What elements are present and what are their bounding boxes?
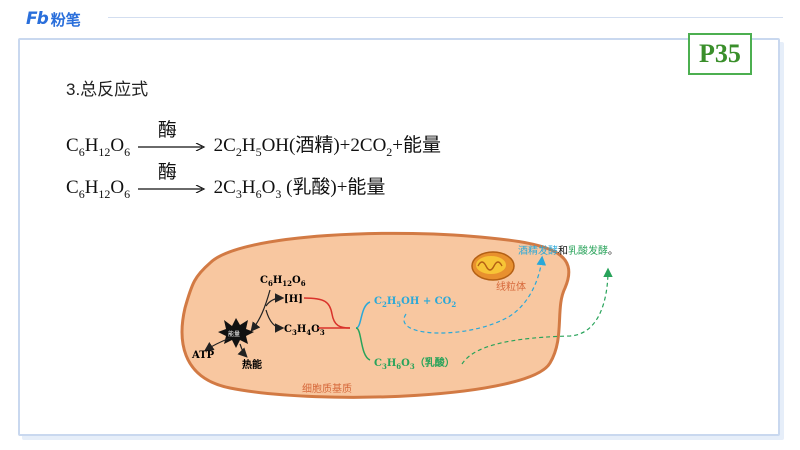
cell-respiration-diagram: 线粒体 酒精发酵和乳酸发酵。 C6H12O6 [H] C3H4O3 能量 ATP… — [180, 231, 618, 399]
eq1-products: 2C2H5OH(酒精)+2CO2+能量 — [213, 135, 442, 159]
eq2-enzyme: 酶 — [157, 161, 177, 183]
arrow-icon — [137, 142, 206, 151]
to-heat-arrow — [237, 343, 248, 358]
pyruvate-label: C3H4O3 — [284, 324, 325, 337]
energy-burst-label: 能量 — [228, 330, 240, 338]
eq2-arrow: 酶 — [137, 162, 206, 199]
mitochondrion-icon — [471, 251, 515, 281]
energy-burst-icon: 能量 — [218, 318, 254, 348]
cytoplasm-label: 细胞质基质 — [302, 382, 352, 395]
to-h-arrow — [265, 293, 285, 307]
equation-alcohol-fermentation: C6H12O6 酶 2C2H5OH(酒精)+2CO2+能量 — [66, 120, 442, 160]
eq2-reactant: C6H12O6 — [66, 177, 131, 201]
header-divider — [108, 17, 783, 18]
eq1-enzyme: 酶 — [157, 119, 177, 141]
glycolysis-arrow — [250, 289, 271, 332]
eq1-arrow: 酶 — [137, 120, 206, 157]
equation-lactic-fermentation: C6H12O6 酶 2C3H6O3 (乳酸)+能量 — [66, 162, 386, 202]
lactic-acid-label: C3H6O3（乳酸） — [374, 356, 455, 371]
lactic-dashed-arrow — [461, 267, 613, 365]
logo-mark: Fb — [26, 9, 49, 29]
heat-label: 热能 — [242, 358, 262, 371]
cell-cytoplasm — [180, 231, 571, 399]
alcohol-dashed-arrow — [403, 255, 547, 334]
h-red-path — [303, 297, 351, 329]
to-pyruvate-arrow — [265, 309, 285, 333]
eq1-reactant: C6H12O6 — [66, 135, 131, 159]
branch-blue — [355, 301, 371, 329]
legend-alcohol: 酒精发酵 — [518, 244, 558, 257]
atp-label: ATP — [191, 350, 215, 361]
fermentation-legend: 酒精发酵和乳酸发酵。 — [518, 244, 618, 257]
arrow-icon — [137, 184, 206, 193]
legend-period: 。 — [608, 246, 618, 257]
mitochondrion-label: 线粒体 — [496, 280, 526, 293]
brand-logo: Fb 粉笔 — [26, 8, 81, 30]
h-label: [H] — [284, 294, 303, 305]
ethanol-co2-label: C2H5OH + CO2 — [374, 296, 456, 309]
eq2-products: 2C3H6O3 (乳酸)+能量 — [213, 177, 386, 201]
glucose-label: C6H12O6 — [260, 275, 306, 288]
to-atp-arrow — [204, 337, 231, 352]
section-title: 3.总反应式 — [66, 80, 149, 99]
page-number-badge: P35 — [688, 33, 752, 75]
branch-green — [355, 327, 371, 361]
legend-and: 和 — [558, 245, 568, 257]
legend-lactic: 乳酸发酵 — [568, 244, 608, 257]
logo-text: 粉笔 — [50, 10, 81, 29]
